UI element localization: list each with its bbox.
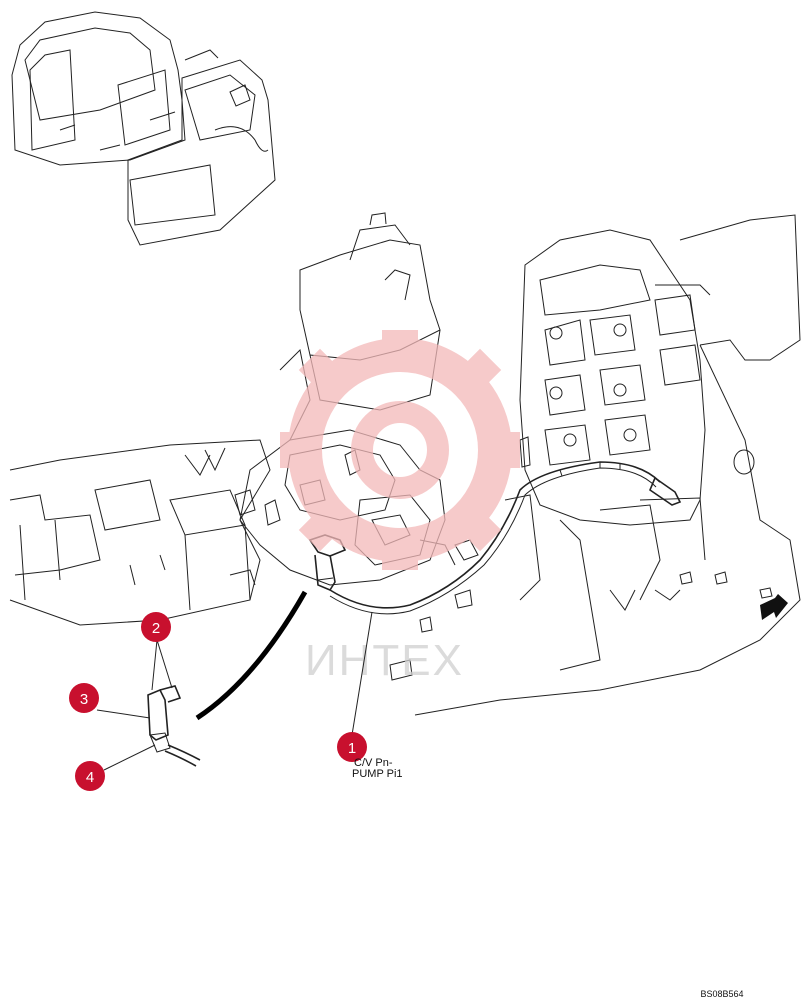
watermark-text: ИНТЕХ: [305, 636, 464, 685]
cab-overview-inset: [11, 11, 276, 246]
detail-pointer: [195, 590, 308, 721]
callout-3[interactable]: 3: [69, 683, 99, 713]
fitting-detail: [147, 685, 201, 767]
pilot-hose: [308, 461, 682, 615]
watermark-gear-icon: [280, 330, 520, 570]
direction-arrow-icon: [760, 594, 788, 620]
callout-4[interactable]: 4: [75, 761, 105, 791]
watermark: ИНТЕХ: [280, 330, 520, 685]
callout-2[interactable]: 2: [141, 612, 171, 642]
reference-code: BS08B564: [700, 989, 743, 999]
callout-1-number: 1: [348, 740, 356, 757]
callout-3-number: 3: [80, 691, 88, 708]
callout-leaders: [96, 611, 373, 771]
callout-1[interactable]: 1: [337, 732, 367, 762]
hose-label-line1: C/V Pn-: [354, 757, 393, 769]
callout-2-number: 2: [152, 620, 160, 637]
callout-4-number: 4: [86, 769, 94, 786]
hose-label-line2: PUMP Pi1: [352, 768, 403, 780]
